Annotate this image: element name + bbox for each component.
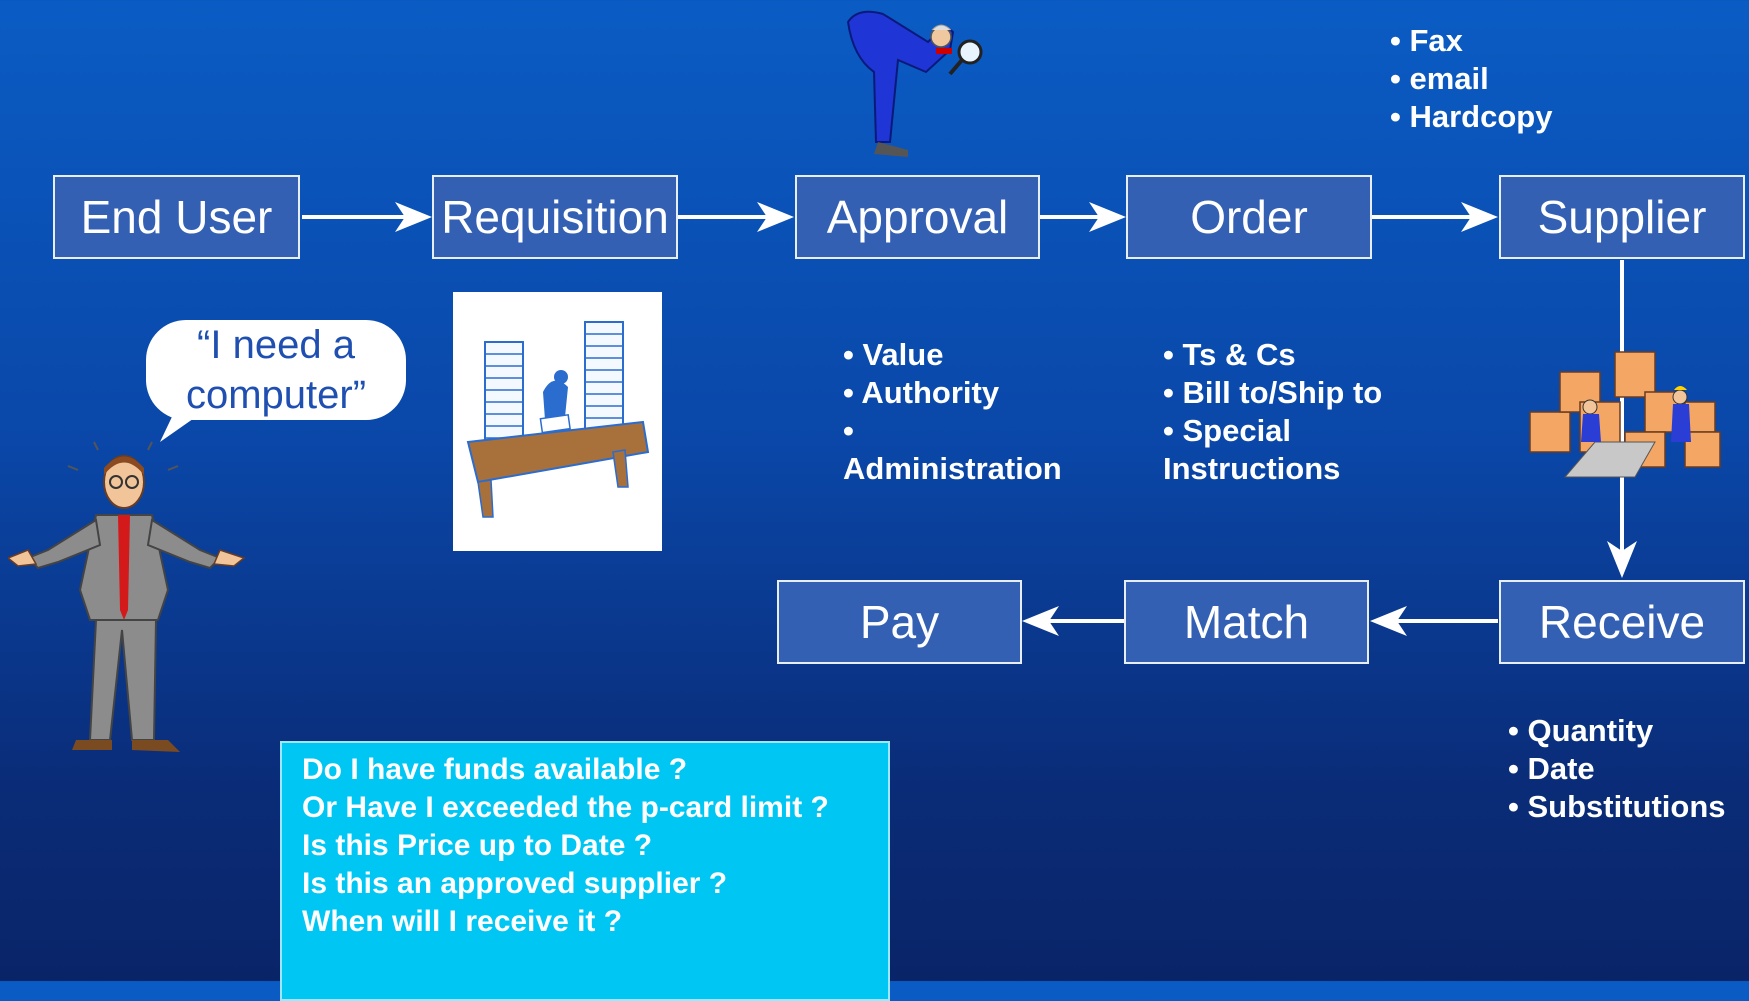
question-item: Do I have funds available ? <box>302 753 688 786</box>
box-receive: Receive <box>1499 580 1745 664</box>
receive-notes: Quantity Date Substitutions <box>1508 712 1726 826</box>
box-requisition: Requisition <box>432 175 678 259</box>
arrowhead <box>1461 202 1498 232</box>
questions-box: Do I have funds available ? Or Have I ex… <box>280 741 890 1001</box>
speech-line-1: “I need a <box>197 323 355 367</box>
question-item: Is this Price up to Date ? <box>302 829 653 862</box>
box-order: Order <box>1126 175 1372 259</box>
question-item: Is this an approved supplier ? <box>302 867 728 900</box>
box-approval: Approval <box>795 175 1040 259</box>
list-item: Date <box>1508 750 1726 788</box>
arrowhead <box>1607 541 1637 578</box>
arrowhead <box>1370 606 1407 636</box>
list-item: Bill to/Ship to <box>1163 374 1413 412</box>
box-pay: Pay <box>777 580 1022 664</box>
list-item: Ts & Cs <box>1163 336 1413 374</box>
box-supplier: Supplier <box>1499 175 1745 259</box>
list-item: Fax <box>1390 22 1552 60</box>
arrowhead <box>757 202 794 232</box>
arrowhead <box>1089 202 1126 232</box>
question-item: Or Have I exceeded the p-card limit ? <box>302 791 829 824</box>
shrugging-man-icon <box>8 441 246 752</box>
arrowhead <box>395 202 432 232</box>
paper-stacks-icon <box>466 321 650 518</box>
order-notes: Ts & Cs Bill to/Ship to Special Instruct… <box>1163 336 1413 488</box>
question-item: When will I receive it ? <box>302 905 623 938</box>
inspector-with-magnifier-icon <box>846 10 983 157</box>
list-item: Substitutions <box>1508 788 1725 826</box>
speech-bubble: “I need a computer” <box>146 320 406 420</box>
speech-line-2: computer” <box>185 373 367 417</box>
box-end-user: End User <box>53 175 300 259</box>
paperwork-desk-image <box>453 292 662 551</box>
list-item: Value <box>843 336 1043 374</box>
list-item: Authority <box>843 374 1043 412</box>
arrowhead <box>1022 606 1059 636</box>
supplier-notes: Fax email Hardcopy <box>1390 22 1552 136</box>
box-match: Match <box>1124 580 1369 664</box>
list-item: Quantity <box>1508 712 1726 750</box>
approval-notes: Value Authority Administration <box>843 336 1062 488</box>
list-item: Administration <box>843 412 1062 488</box>
warehouse-boxes-icon <box>1529 351 1721 478</box>
list-item: email <box>1390 60 1552 98</box>
list-item: Hardcopy <box>1390 98 1552 136</box>
list-item: Special Instructions <box>1163 412 1413 488</box>
